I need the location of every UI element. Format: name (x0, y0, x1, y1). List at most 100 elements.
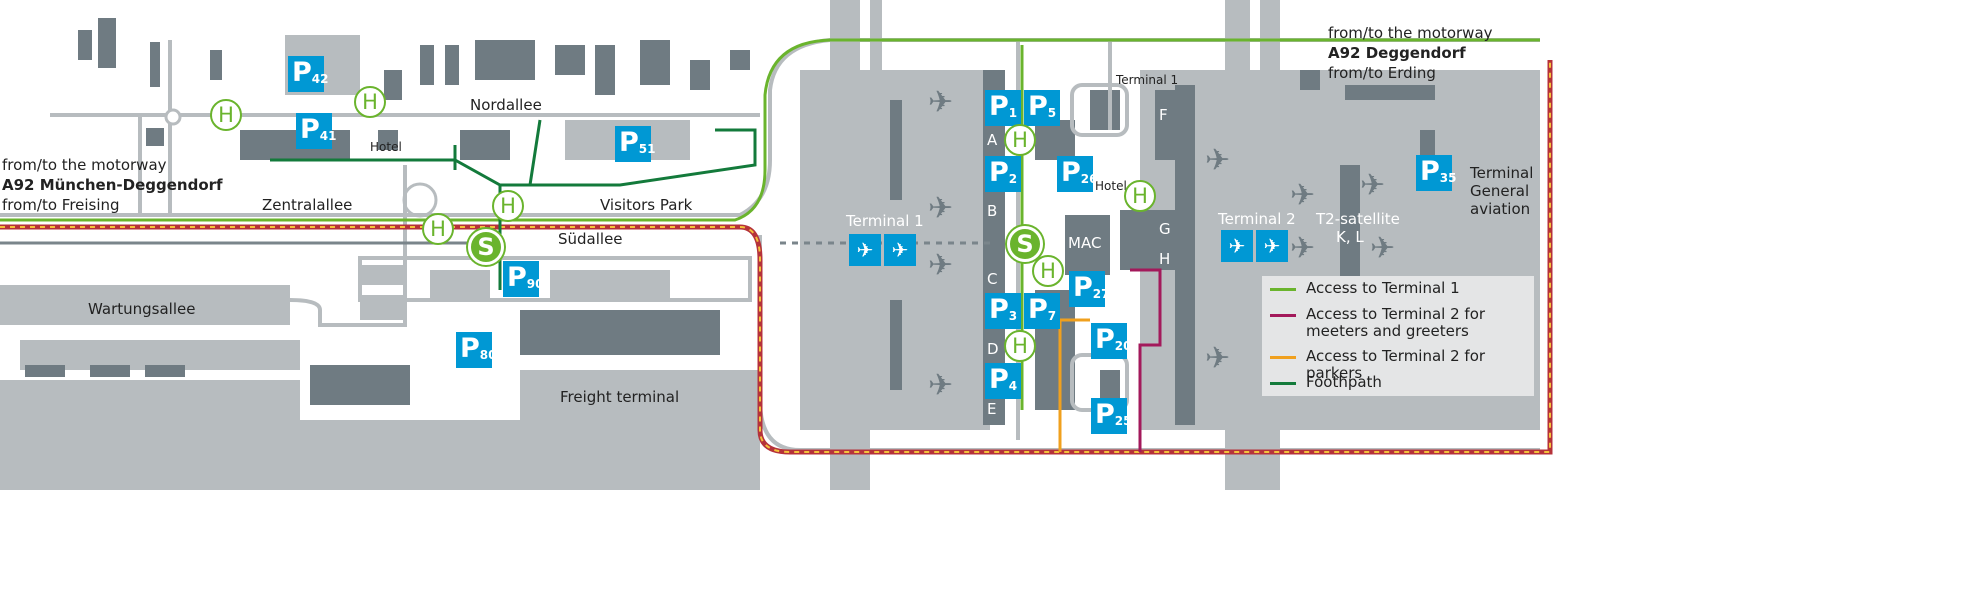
legend-label: Access to Terminal 2 for meeters and gre… (1306, 305, 1486, 340)
parking-letter: P (1028, 294, 1048, 325)
legend-label: Foothpath (1306, 373, 1382, 391)
road-nordallee: Nordallee (470, 96, 542, 114)
parking-p20[interactable]: P20 (1091, 323, 1132, 359)
parking-letter: P (619, 127, 639, 158)
parking-p42[interactable]: P42 (288, 56, 329, 92)
arrivals-icon: ✈ (884, 234, 916, 266)
parking-p26[interactable]: P26 (1057, 156, 1098, 192)
parking-number: 42 (311, 72, 329, 86)
parking-p1[interactable]: P1 (985, 90, 1021, 126)
parking-p4[interactable]: P4 (985, 363, 1021, 399)
direction-west-1: from/to the motorway (2, 156, 167, 174)
bus-stop-icon[interactable]: H (422, 213, 454, 245)
parking-p90[interactable]: P90 (503, 261, 544, 297)
direction-west-2: A92 München-Deggendorf (2, 176, 223, 194)
departures-icon: ✈ (849, 234, 881, 266)
parking-letter: P (1420, 156, 1440, 187)
parking-p2[interactable]: P2 (985, 156, 1021, 192)
parking-p7[interactable]: P7 (1024, 293, 1060, 329)
parking-number: 35 (1439, 171, 1457, 185)
parking-p25[interactable]: P25 (1091, 398, 1132, 434)
terminal2-label: Terminal 2 (1218, 210, 1296, 228)
terminal1-label: Terminal 1 (846, 212, 924, 230)
parking-p80[interactable]: P80 (456, 332, 497, 368)
direction-west-3: from/to Freising (2, 196, 120, 214)
parking-number: 2 (1008, 172, 1018, 186)
parking-letter: P (1061, 157, 1081, 188)
road-zentralallee: Zentralallee (262, 196, 353, 214)
gate-h: H (1159, 250, 1171, 268)
bus-stop-icon[interactable]: H (1004, 124, 1036, 156)
svg-text:✈: ✈ (928, 368, 953, 403)
parking-number: 41 (319, 129, 337, 143)
mac-label: MAC (1068, 234, 1102, 252)
parking-number: 1 (1008, 106, 1018, 120)
parking-letter: P (1095, 399, 1115, 430)
bus-stop-icon[interactable]: H (1004, 330, 1036, 362)
svg-text:✈: ✈ (1290, 178, 1315, 213)
road-suedallee: Südallee (558, 230, 623, 248)
map-legend: Access to Terminal 1 Access to Terminal … (1262, 276, 1534, 396)
access-terminal2-meeters-route (1130, 268, 1162, 452)
bus-stop-icon[interactable]: H (354, 86, 386, 118)
sbahn-station-icon[interactable]: S (468, 229, 504, 265)
gate-g: G (1159, 220, 1171, 238)
terminal1-small-label: Terminal 1 (1116, 73, 1179, 87)
access-terminal1-route (0, 38, 1540, 222)
parking-number: 51 (638, 142, 656, 156)
gate-f: F (1159, 106, 1168, 124)
legend-item-access-t1: Access to Terminal 1 (1270, 280, 1460, 297)
t2-satellite-label: T2-satellite (1316, 210, 1400, 228)
footpath-route (270, 119, 757, 290)
legend-swatch (1270, 382, 1296, 385)
arrivals-icon: ✈ (1256, 230, 1288, 262)
legend-label: Access to Terminal 2 for parkers (1306, 347, 1486, 382)
parking-p3[interactable]: P3 (985, 293, 1021, 329)
parking-number: 26 (1080, 172, 1098, 186)
bus-stop-icon[interactable]: H (492, 190, 524, 222)
parking-number: 20 (1114, 339, 1132, 353)
parking-p35[interactable]: P35 (1416, 155, 1457, 191)
sbahn-station-icon[interactable]: S (1007, 226, 1043, 262)
parking-p51[interactable]: P51 (615, 126, 656, 162)
legend-swatch (1270, 288, 1296, 291)
svg-text:✈: ✈ (1370, 231, 1395, 266)
parking-letter: P (989, 91, 1009, 122)
legend-item-access-t2-meeters: Access to Terminal 2 for meeters and gre… (1270, 306, 1525, 340)
departures-icon: ✈ (1221, 230, 1253, 262)
parking-letter: P (989, 294, 1009, 325)
bus-stop-icon[interactable]: H (1124, 180, 1156, 212)
parking-p41[interactable]: P41 (296, 113, 337, 149)
road-wartungsallee: Wartungsallee (88, 300, 196, 318)
bus-stop-icon[interactable]: H (210, 99, 242, 131)
svg-text:✈: ✈ (928, 85, 953, 120)
parking-number: 7 (1047, 309, 1057, 323)
parking-letter: P (460, 333, 480, 364)
parking-number: 4 (1008, 379, 1018, 393)
bus-stop-icon[interactable]: H (1032, 255, 1064, 287)
svg-text:✈: ✈ (1205, 143, 1230, 178)
svg-text:✈: ✈ (928, 248, 953, 283)
legend-item-footpath: Foothpath (1270, 374, 1382, 391)
direction-east-1: from/to the motorway (1328, 24, 1493, 42)
parking-number: 27 (1092, 287, 1110, 301)
parking-p5[interactable]: P5 (1024, 90, 1060, 126)
parking-letter: P (292, 57, 312, 88)
parking-number: 25 (1114, 414, 1132, 428)
parking-letter: P (1095, 324, 1115, 355)
parking-letter: P (300, 114, 320, 145)
parking-letter: P (1028, 91, 1048, 122)
svg-text:✈: ✈ (1290, 231, 1315, 266)
buildings-north (78, 18, 750, 160)
parking-letter: P (989, 364, 1009, 395)
freight-terminal-label: Freight terminal (560, 388, 680, 406)
legend-swatch (1270, 356, 1296, 359)
parking-number: 3 (1008, 309, 1018, 323)
parking-letter: P (1073, 272, 1093, 303)
parking-letter: P (989, 157, 1009, 188)
parking-p27[interactable]: P27 (1069, 271, 1110, 307)
svg-text:✈: ✈ (928, 191, 953, 226)
hotel-west-label: Hotel (370, 140, 402, 154)
legend-item-access-t2-parkers: Access to Terminal 2 for parkers (1270, 348, 1534, 382)
